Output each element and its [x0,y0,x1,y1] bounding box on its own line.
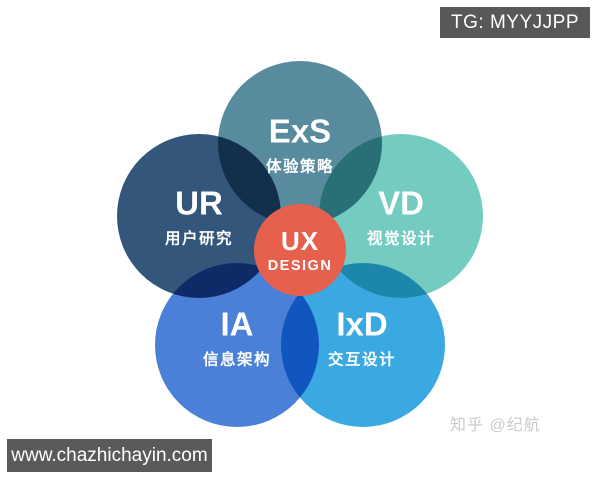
center-design-text: DESIGN [267,257,333,274]
tg-contact-badge: TG: MYYJJPP [440,7,590,38]
circle-ux-design-center: UX DESIGN [254,204,346,296]
center-ux-text: UX [280,225,320,256]
website-url-bar: www.chazhichayin.com [7,439,212,472]
zhihu-author-watermark: 知乎 @纪航 [450,417,541,434]
